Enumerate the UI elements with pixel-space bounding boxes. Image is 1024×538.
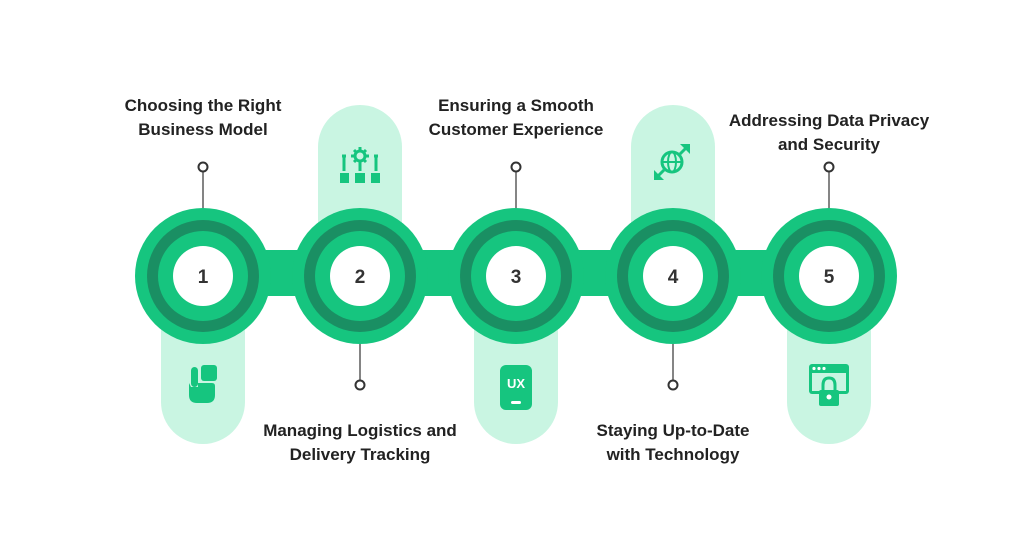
globe-arrows-icon (654, 144, 690, 180)
browser-lock-icon (809, 364, 849, 406)
step-number-3: 3 (511, 267, 522, 288)
connector-3 (510, 161, 522, 208)
step-label-4: Staying Up-to-Date with Technology (596, 421, 750, 464)
band-notch-top-1 (265, 243, 297, 250)
hand-pointer-icon (189, 365, 217, 403)
step-label-1: Choosing the Right Business Model (124, 96, 282, 139)
band-notch-bottom-1 (265, 296, 297, 303)
band-notch-top-4 (734, 243, 766, 250)
connector-2 (354, 344, 366, 391)
gear-network-icon (340, 147, 380, 183)
step-node-4: 4 (605, 208, 741, 344)
band-notch-bottom-2 (421, 296, 453, 303)
svg-text:UX: UX (507, 376, 525, 391)
step-number-5: 5 (824, 267, 835, 288)
band-notch-top-3 (578, 243, 610, 250)
connector-4 (667, 344, 679, 391)
step-node-3: 3 (448, 208, 584, 344)
step-number-2: 2 (355, 267, 366, 288)
step-node-1: 1 (135, 208, 271, 344)
step-label-5: Addressing Data Privacy and Security (728, 111, 930, 154)
ux-phone-icon: UX (500, 365, 532, 410)
step-label-3: Ensuring a Smooth Customer Experience (428, 96, 604, 139)
step-number-4: 4 (668, 267, 679, 288)
step-node-5: 5 (761, 208, 897, 344)
step-node-2: 2 (292, 208, 428, 344)
band-notch-top-2 (421, 243, 453, 250)
connector-1 (197, 161, 209, 208)
band-notch-bottom-3 (578, 296, 610, 303)
step-number-1: 1 (198, 267, 209, 288)
connector-5 (823, 161, 835, 208)
band-notch-bottom-4 (734, 296, 766, 303)
step-label-2: Managing Logistics and Delivery Tracking (263, 421, 457, 464)
